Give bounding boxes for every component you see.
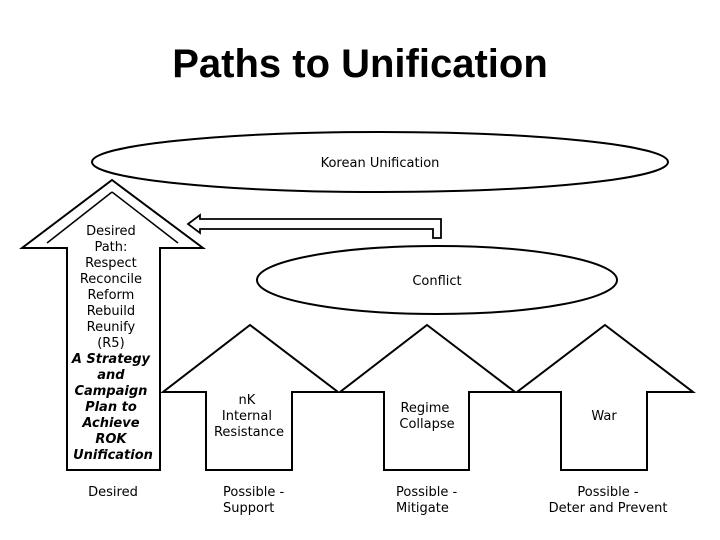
goal-label: Korean Unification <box>321 156 440 171</box>
goal-ellipse <box>91 131 669 193</box>
path-arrow-war <box>514 323 696 471</box>
caption-support: Possible - Support <box>223 485 285 516</box>
conflict-ellipse <box>256 245 618 315</box>
caption-deter: Possible - Deter and Prevent <box>548 485 668 516</box>
path-arrow-regime-collapse <box>337 323 518 471</box>
redirect-arrow <box>186 213 442 239</box>
desired-path-text: Desired Path: Respect Reconcile Reform R… <box>71 224 154 463</box>
conflict-label: Conflict <box>412 274 461 289</box>
caption-desired: Desired <box>88 485 138 500</box>
caption-mitigate: Possible - Mitigate <box>396 485 458 516</box>
path-label-internal-resistance: nK Internal Resistance <box>214 393 284 440</box>
path-label-regime-collapse: Regime Collapse <box>399 401 454 432</box>
desired-path-arrow <box>19 178 207 471</box>
path-arrow-internal-resistance <box>160 323 341 471</box>
slide-title: Paths to Unification <box>172 42 548 86</box>
path-label-war: War <box>591 409 617 424</box>
